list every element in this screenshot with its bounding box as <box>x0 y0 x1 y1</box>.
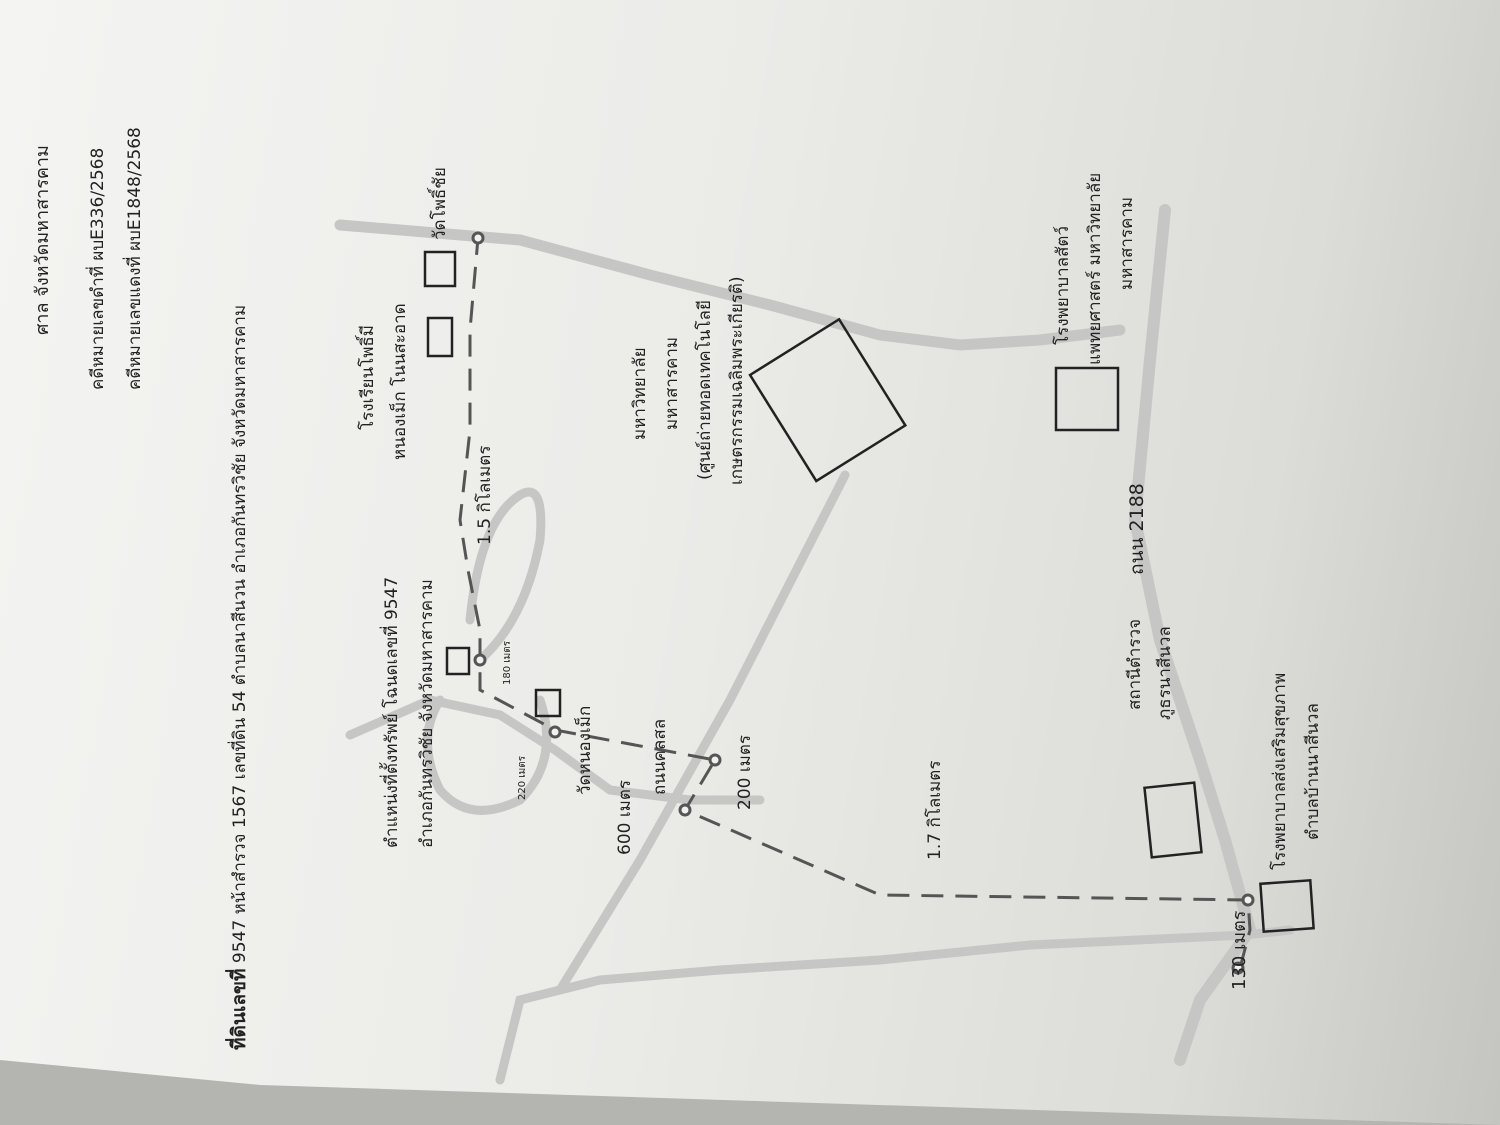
police-box <box>1143 781 1203 859</box>
university-label-1: มหาวิทยาลัย <box>630 347 650 440</box>
node-nongmek <box>548 725 562 739</box>
vet-label-1: โรงพยาบาลสัตว์ <box>1052 226 1073 345</box>
distance-600m: 600 เมตร <box>615 780 635 855</box>
node-junction <box>678 803 692 817</box>
distance-220m: 220 เมตร <box>517 755 528 800</box>
road-2188 <box>1128 204 1257 1066</box>
road-loop <box>423 695 552 815</box>
distance-200m: 200 เมตร <box>735 735 755 810</box>
school-label-2: หนองเม็ก โนนสะอาด <box>388 303 410 460</box>
distance-180m: 180 เมตร <box>502 640 513 685</box>
black-case-number: คดีหมายเลขดำที่ ผบE336/2568 <box>85 148 108 390</box>
map-boxes <box>423 250 1315 934</box>
property-label-1: ตำแหน่งที่ตั้งทรัพย์ โฉนดเลขที่ 9547 <box>379 577 402 848</box>
vet-label-3: มหาสารคาม <box>1117 197 1137 290</box>
road-2188-label: ถนน 2188 <box>1126 483 1148 575</box>
wat-phochai-box <box>423 250 457 288</box>
court-name: ศาล จังหวัดมหาสารคาม <box>32 145 53 335</box>
university-label-3: (ศูนย์ถ่ายทอดเทคโนโลยี <box>694 300 715 480</box>
road-hospital <box>495 925 1295 1085</box>
route-nodes <box>471 231 1255 975</box>
property-label-2: อำเภอกันทรวิชัย จังหวัดมหาสารคาม <box>417 579 437 848</box>
road-curve <box>465 487 546 665</box>
distance-1-7km: 1.7 กิโลเมตร <box>924 761 945 860</box>
wat-nongmek-label: วัดหนองเม็ก <box>573 706 595 795</box>
road-phochai <box>334 219 1126 351</box>
header-block: ศาล จังหวัดมหาสารคาม คดีหมายเลขดำที่ ผบE… <box>32 127 250 1050</box>
university-box <box>748 317 908 483</box>
node-phochai <box>471 231 485 245</box>
hospital-box <box>1259 878 1315 934</box>
property-box <box>445 646 471 676</box>
distance-1-5km: 1.5 กิโลเมตร <box>474 446 495 545</box>
map-labels: ตำแหน่งที่ตั้งทรัพย์ โฉนดเลขที่ 9547 อำเ… <box>355 167 1323 990</box>
node-130m <box>1241 893 1255 907</box>
vet-box <box>1054 366 1120 432</box>
red-case-number: คดีหมายเลขแดงที่ ผบE1848/2568 <box>122 127 145 390</box>
distance-130m: 130 เมตร <box>1229 910 1250 990</box>
deed-line: ที่ดินเลขที่ 9547 หน้าสำรวจ 1567 เลขที่ด… <box>225 305 250 1050</box>
route-line <box>458 237 1252 969</box>
police-label-2: ภูธรนาสีนวล <box>1155 626 1175 720</box>
road-khonsol-label: ถนนคลสล <box>650 719 670 795</box>
hospital-label-2: ตำบลบ้านนาสีนวล <box>1303 703 1323 840</box>
school-box <box>426 316 454 358</box>
page-shadow <box>0 1060 1500 1125</box>
roads <box>334 204 1295 1085</box>
university-label-4: เกษตรกรรมเฉลิมพระเกียรติ) <box>727 276 747 485</box>
wat-phochai-label: วัดโพธิ์ชัย <box>427 167 450 240</box>
node-180m <box>473 653 487 667</box>
node-hospital <box>1231 961 1245 975</box>
police-label-1: สถานีตำรวจ <box>1125 619 1145 710</box>
vet-label-2: แพทยศาสตร์ มหาวิทยาลัย <box>1085 173 1105 365</box>
hospital-label-1: โรงพยาบาลส่งเสริมสุขภาพ <box>1269 673 1290 870</box>
wat-nongmek-box <box>534 688 562 718</box>
node-200m <box>708 753 722 767</box>
road-khonsol <box>555 470 850 995</box>
school-label-1: โรงเรียนโพธิ์มี <box>355 325 378 430</box>
university-label-2: มหาสารคาม <box>662 337 682 430</box>
